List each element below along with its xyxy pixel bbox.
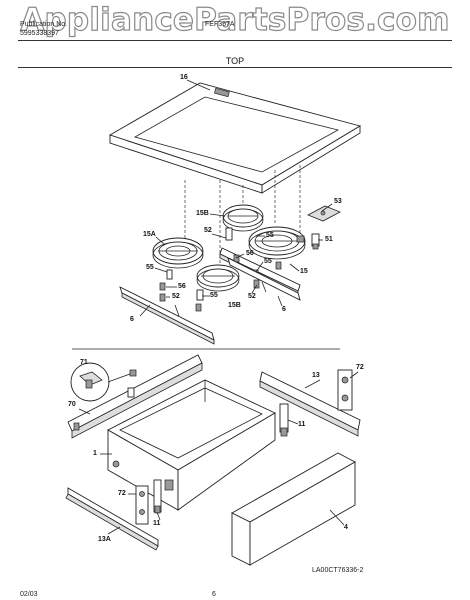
cooktop-rail-left	[119, 286, 215, 345]
drawer-rail-left	[67, 354, 203, 439]
callout-52-left: 52	[172, 293, 180, 300]
callout-11-left: 11	[153, 520, 161, 527]
cooktop-glass	[108, 82, 362, 194]
callout-51: 51	[325, 236, 333, 243]
terminal-block	[307, 205, 341, 222]
callout-6-left: 6	[130, 316, 134, 323]
drawer-roller-right	[279, 403, 289, 437]
callout-72-left: 72	[118, 490, 126, 497]
cooktop-rail-right	[227, 257, 301, 301]
callout-15b-rear: 15B	[196, 210, 209, 217]
callout-56-lower: 56	[178, 283, 186, 290]
surface-element-15b-rear	[222, 204, 264, 232]
detail-inset	[70, 362, 131, 402]
callout-13: 13	[312, 372, 320, 379]
callout-56-upper: 56	[246, 250, 254, 257]
callout-4: 4	[344, 524, 348, 531]
surface-element-15a	[152, 237, 204, 269]
callout-6-right: 6	[282, 306, 286, 313]
callout-leaders-bottom	[78, 371, 359, 535]
surface-element-15b-front	[196, 264, 240, 292]
callout-55-right: 55	[264, 258, 272, 265]
callout-16: 16	[180, 74, 188, 81]
surface-element-15-large	[248, 226, 306, 260]
header-divider	[18, 40, 452, 41]
section-title: TOP	[225, 56, 245, 66]
callout-1: 1	[93, 450, 97, 457]
footer-date: 02/03	[20, 591, 38, 598]
callout-13a: 13A	[98, 536, 111, 543]
callout-15a: 15A	[143, 231, 156, 238]
callout-52-right: 52	[248, 293, 256, 300]
callout-52-upper: 52	[204, 227, 212, 234]
watermark: AppliancePartsPros.com	[20, 1, 450, 38]
drawer-rail-right	[259, 369, 361, 437]
callout-72-right: 72	[356, 364, 364, 371]
figure-code: LA00CT76336-2	[312, 567, 364, 574]
callout-53: 53	[334, 198, 342, 205]
callout-55-lower: 55	[210, 292, 218, 299]
callout-55-upper: 55	[266, 232, 274, 239]
drawer-front-panel	[231, 452, 356, 566]
callout-71: 71	[80, 359, 88, 366]
callout-11-right: 11	[298, 421, 306, 428]
callout-15b-front: 15B	[228, 302, 241, 309]
callout-70: 70	[68, 401, 76, 408]
callout-15: 15	[300, 268, 308, 275]
model-number: FEF357A	[205, 21, 235, 28]
title-divider	[18, 67, 452, 68]
drawer-bracket-left	[135, 479, 162, 525]
publication-label: Publication No.	[20, 21, 68, 28]
page-number: 6	[212, 591, 216, 598]
receptacle-51	[311, 233, 320, 250]
callout-leaders-top	[139, 79, 333, 317]
callout-55-left: 55	[146, 264, 154, 271]
drawer-slide-lower	[65, 487, 159, 551]
publication-number: 5995338397	[20, 30, 59, 37]
